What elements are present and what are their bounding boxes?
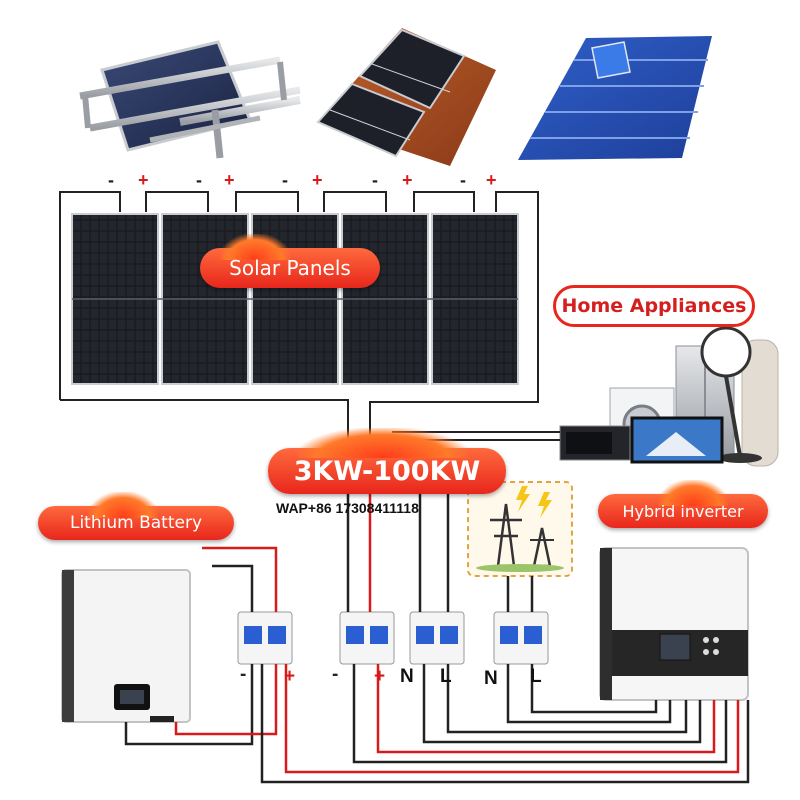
terminal-plus: +: [312, 170, 323, 190]
battery-plus-label: +: [284, 666, 296, 687]
pv-plus-label: +: [374, 666, 386, 687]
flame-icon: [220, 234, 290, 260]
solar-panel-array: [71, 213, 519, 385]
terminal-minus: -: [196, 170, 202, 190]
lithium-battery-label: Lithium Battery: [38, 492, 234, 540]
terminal-minus: -: [460, 170, 466, 190]
ground-mount-illustration: [79, 40, 301, 159]
terminal-plus: +: [224, 170, 235, 190]
system-wiring: [124, 494, 750, 784]
load-l-label: L: [530, 666, 542, 687]
grid-l-label: L: [440, 666, 452, 687]
load-breaker: [493, 611, 549, 665]
home-appliances-text: Home Appliances: [561, 295, 747, 317]
lithium-battery-unit: [61, 569, 191, 723]
hybrid-inverter-label: Hybrid inverter: [598, 480, 768, 528]
home-appliances-illustration: [559, 326, 779, 467]
power-range-text: 3KW-100KW: [293, 455, 481, 487]
hybrid-inverter-unit: [599, 547, 749, 701]
terminal-minus: -: [108, 170, 114, 190]
terminal-plus: +: [402, 170, 413, 190]
load-n-label: N: [484, 668, 498, 689]
grid-breaker: [409, 611, 465, 665]
inverter-display: [659, 633, 691, 661]
lithium-battery-text: Lithium Battery: [69, 513, 202, 533]
terminal-minus: -: [372, 170, 378, 190]
lightning-icon: [516, 486, 530, 512]
power-range-label: 3KW-100KW: [268, 428, 506, 494]
terminal-plus: +: [138, 170, 149, 190]
pv-breaker: [339, 611, 395, 665]
contact-number: WAP+86 17308411118: [276, 500, 419, 516]
pv-minus-label: -: [332, 664, 339, 685]
electric-fan: [700, 326, 752, 378]
utility-grid-illustration: [467, 481, 573, 577]
lightning-icon: [538, 492, 552, 518]
grid-n-label: N: [400, 666, 414, 687]
flame-icon: [658, 480, 728, 506]
tile-roof-illustration: [316, 28, 496, 166]
solar-panels-label: Solar Panels: [200, 234, 380, 288]
air-conditioner: [741, 339, 779, 467]
terminal-minus: -: [282, 170, 288, 190]
metal-roof-illustration: [518, 36, 712, 160]
flame-icon: [88, 492, 158, 518]
battery-breaker: [237, 611, 293, 665]
battery-minus-label: -: [240, 664, 247, 685]
solar-panels-text: Solar Panels: [229, 256, 351, 280]
terminal-plus: +: [486, 170, 497, 190]
breakers: [237, 611, 549, 665]
flame-icon: [298, 428, 468, 458]
home-appliances-label: Home Appliances: [553, 285, 755, 327]
hybrid-inverter-text: Hybrid inverter: [622, 501, 744, 521]
